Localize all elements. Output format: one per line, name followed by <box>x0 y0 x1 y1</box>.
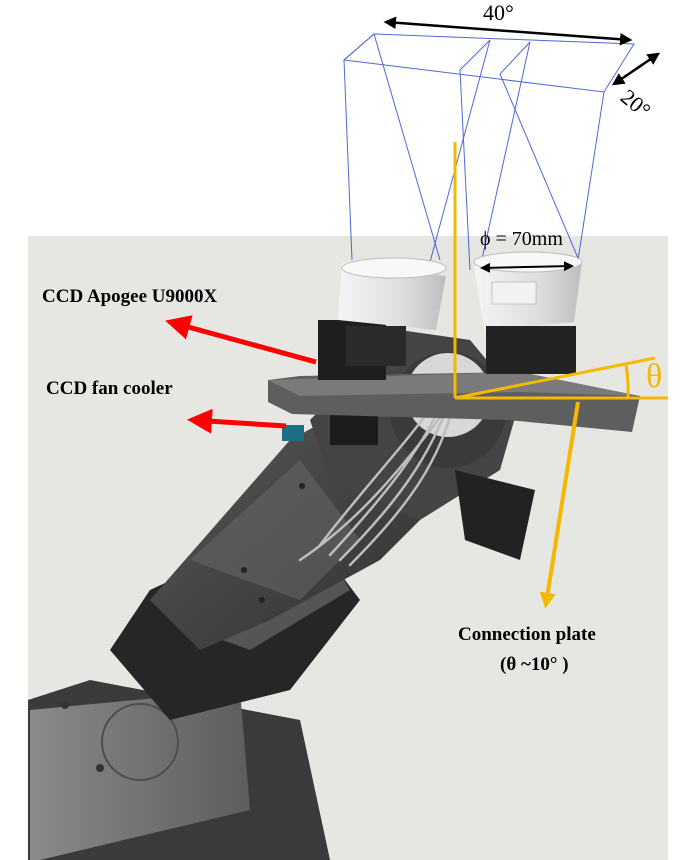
connection-plate-angle-label: (θ ~10° ) <box>500 654 569 675</box>
connection-plate-arrow <box>539 401 580 609</box>
fan-cooler-label: CCD fan cooler <box>46 378 173 399</box>
ccd-camera-right <box>473 251 583 374</box>
ccd-camera-pointer-arrow <box>165 315 317 365</box>
fov-height-arrow <box>611 52 661 86</box>
theta-symbol: θ <box>646 358 663 395</box>
fov-width-arrow <box>383 16 633 46</box>
ccd-camera-left <box>282 257 447 441</box>
connection-plate-label: Connection plate <box>458 624 596 645</box>
lens-diameter-arrow <box>480 261 574 273</box>
tilt-angle-lines <box>453 142 668 400</box>
fov-width-label: 40° <box>483 0 514 25</box>
fan-cooler-pointer-arrow <box>187 408 287 434</box>
ccd-camera-label: CCD Apogee U9000X <box>42 286 218 307</box>
lens-diameter-label: ϕ = 70mm <box>480 228 563 250</box>
mount-base <box>28 680 330 860</box>
